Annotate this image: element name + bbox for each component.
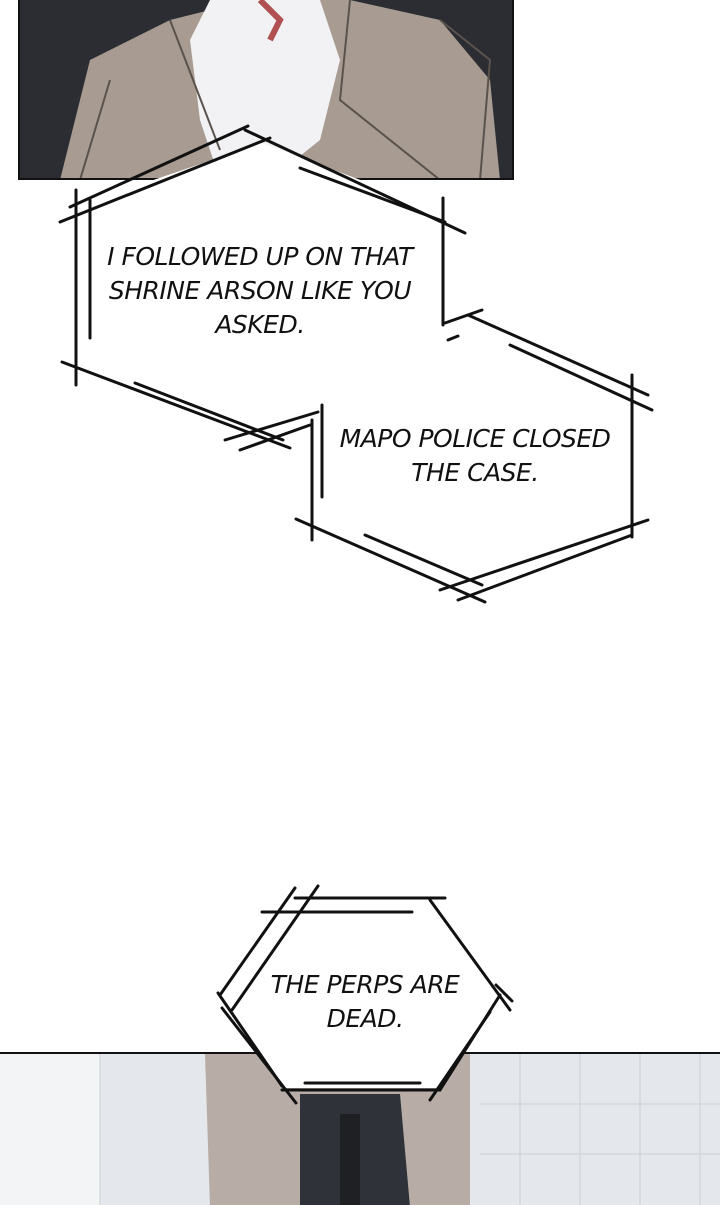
hallway-figure-illustration — [0, 1054, 720, 1205]
caption-perps-dead: THE PERPS ARE DEAD. — [270, 970, 460, 1033]
jacket-figure-illustration — [20, 0, 512, 178]
top-comic-panel — [18, 0, 514, 180]
caption-shrine-report: I FOLLOWED UP ON THAT SHRINE ARSON LIKE … — [107, 242, 413, 339]
caption-case-closed: MAPO POLICE CLOSED THE CASE. — [339, 424, 611, 487]
